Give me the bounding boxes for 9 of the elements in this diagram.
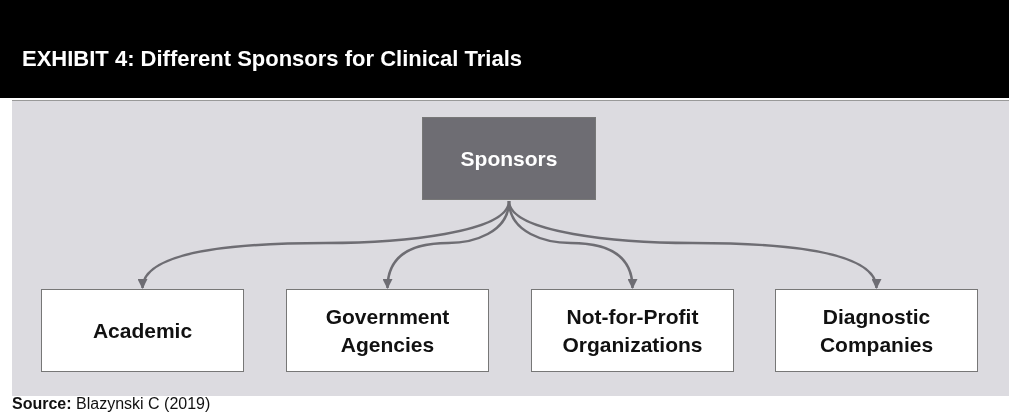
category-box: Not-for-Profit Organizations: [531, 289, 734, 372]
title: EXHIBIT 4: Different Sponsors for Clinical Trials: [22, 46, 522, 72]
category-box: Government Agencies: [286, 289, 489, 372]
category-box: Academic: [41, 289, 244, 372]
root-box: Sponsors: [422, 117, 596, 200]
source-note: Source: Blazynski C (2019): [12, 395, 211, 413]
curved-arrow: [139, 200, 511, 289]
category-box: Diagnostic Companies: [775, 289, 978, 372]
curved-arrow: [507, 200, 880, 289]
